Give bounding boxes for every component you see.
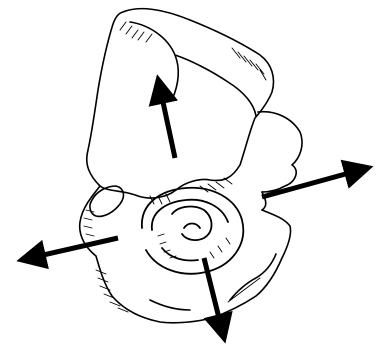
posterior-extension	[258, 112, 302, 192]
iliac-wing-outline	[87, 9, 274, 198]
arrow-right	[262, 170, 360, 197]
direction-arrows	[30, 88, 360, 330]
iliac-ridge	[130, 22, 178, 100]
bone-outline	[80, 9, 302, 323]
arrow-left	[30, 238, 118, 258]
acetabulum	[142, 188, 243, 274]
